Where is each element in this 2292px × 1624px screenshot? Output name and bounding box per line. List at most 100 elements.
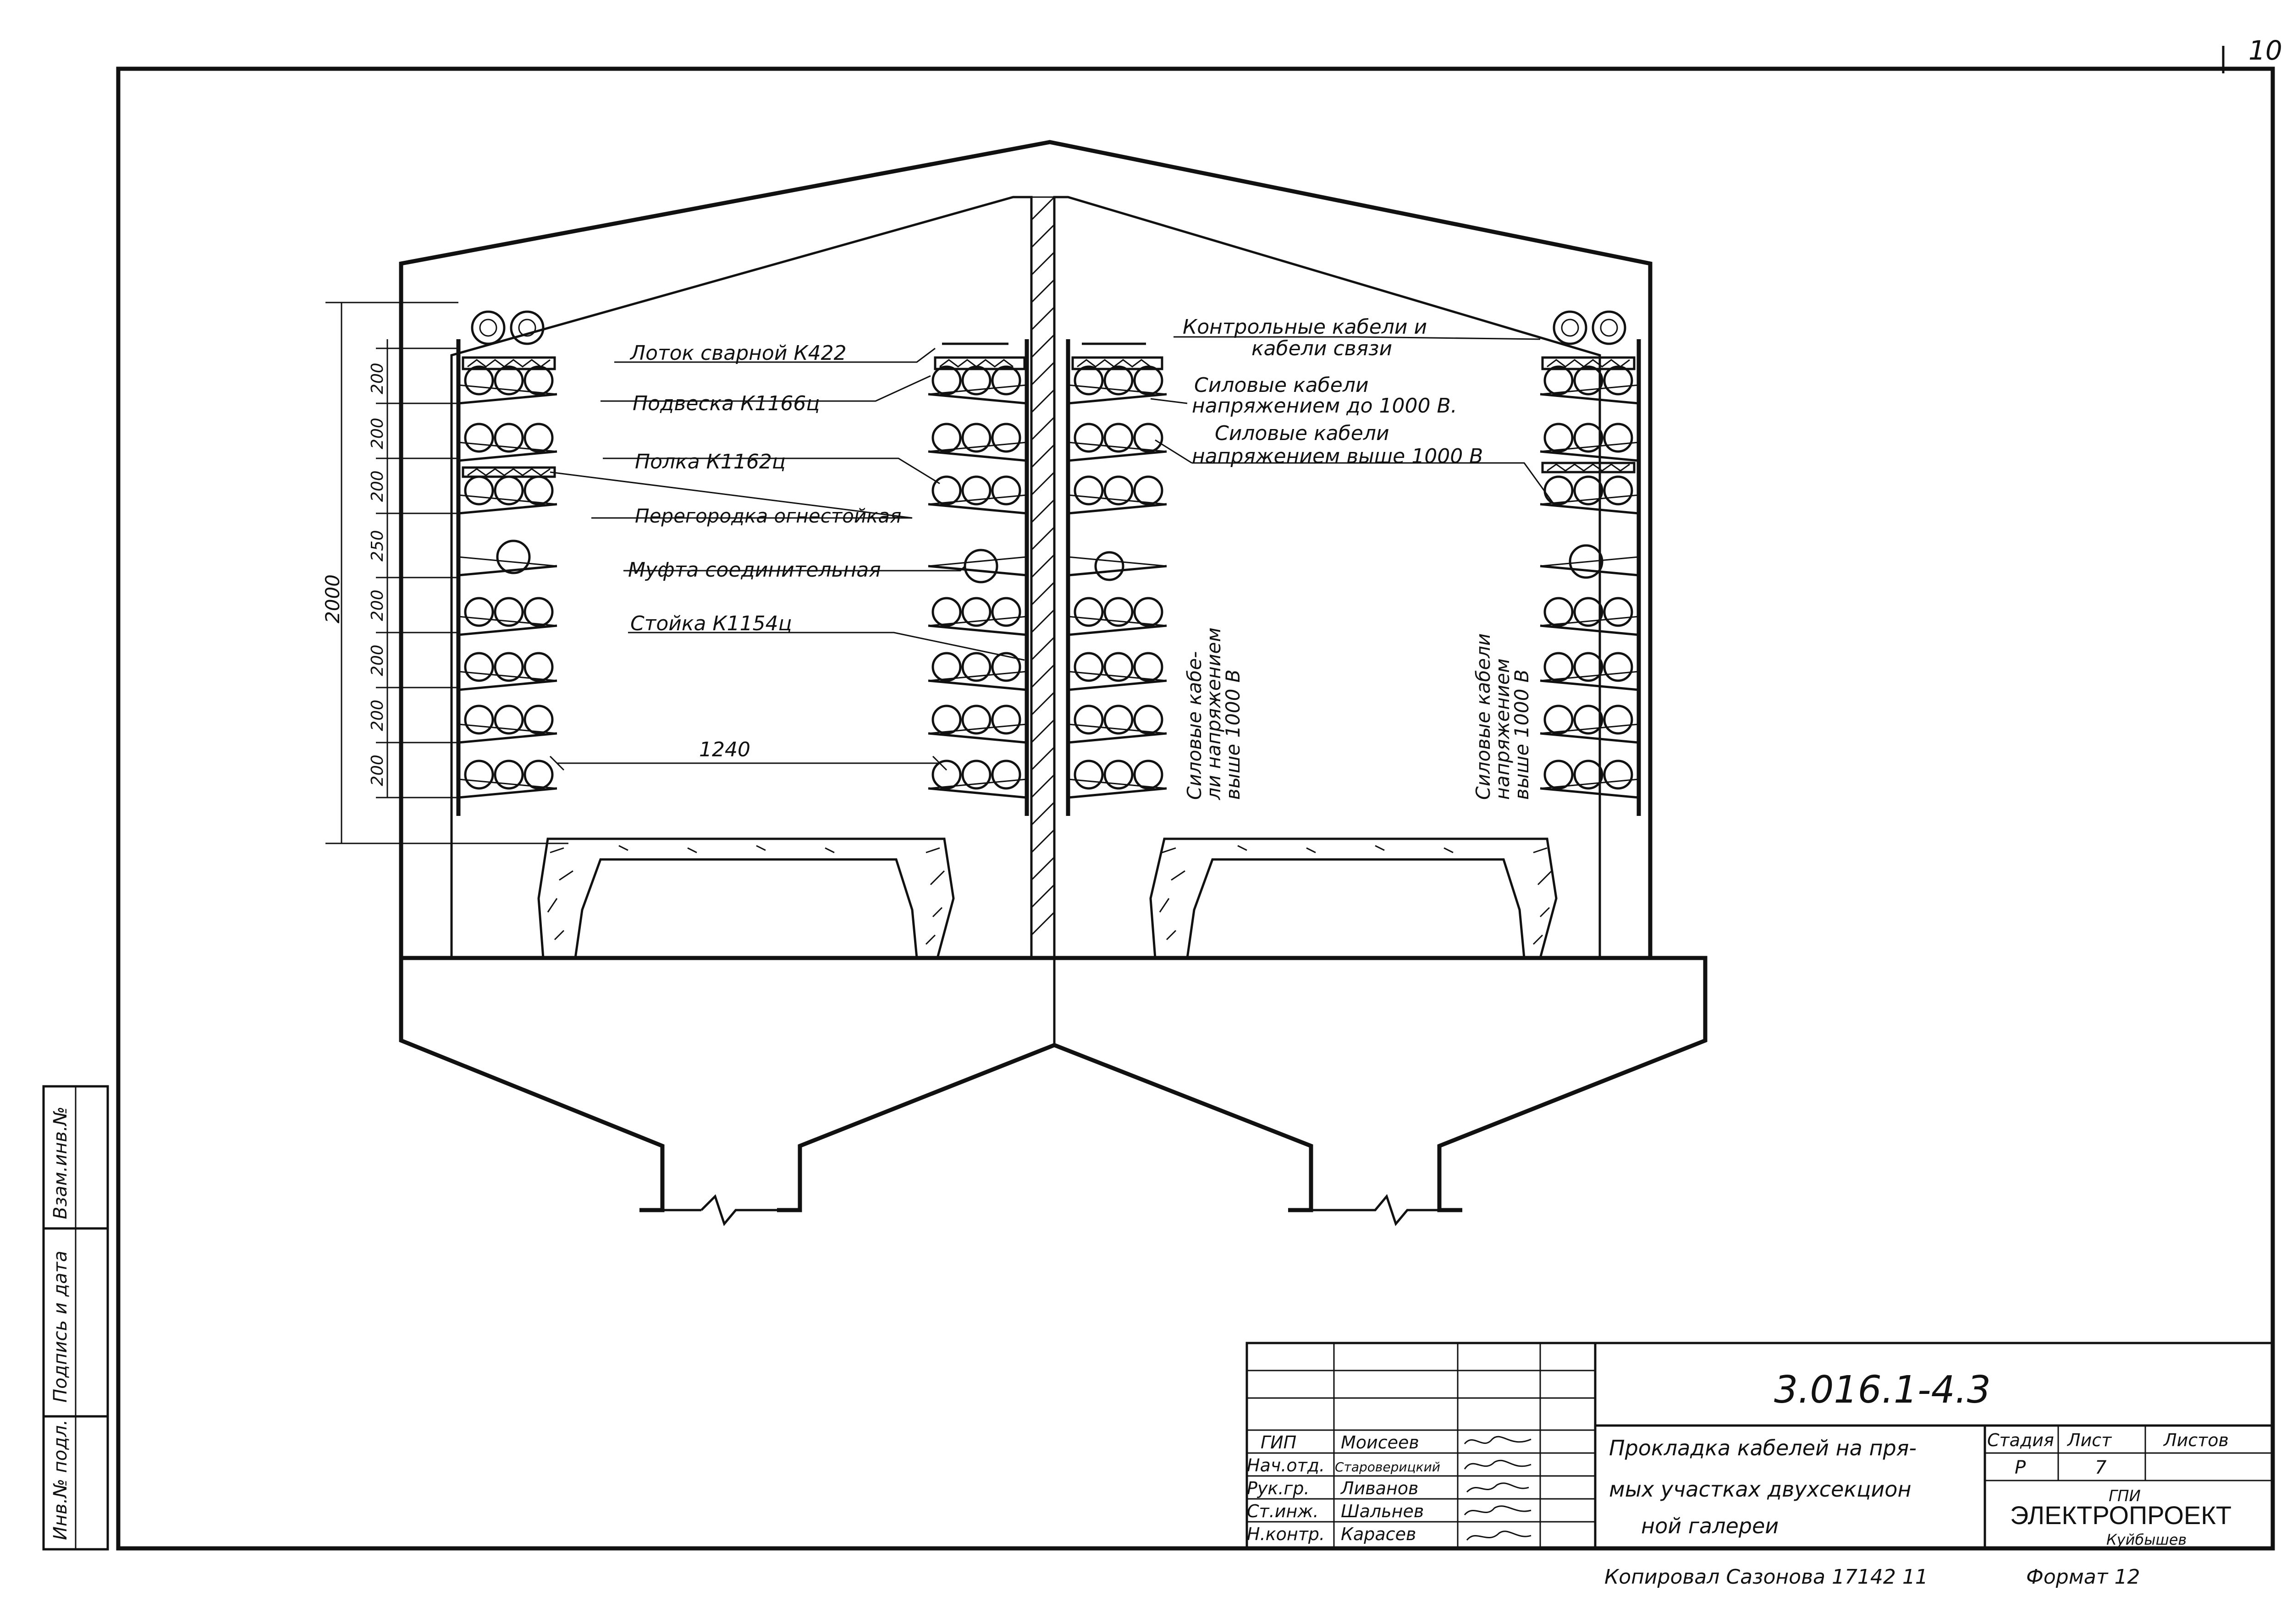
label-power-low-1: Силовые кабели [1194, 374, 1369, 397]
side-stamp: Инв.№ подл. Подпись и дата Взам.инв.№ [42, 1085, 109, 1551]
cable [523, 705, 554, 735]
cable [991, 365, 1021, 396]
cable [961, 705, 992, 735]
role-gip: ГИП [1261, 1432, 1296, 1453]
shelf-bracket [928, 565, 1027, 577]
cable [1074, 760, 1104, 790]
cable [1573, 365, 1603, 396]
cable [1573, 475, 1603, 506]
cable [494, 365, 524, 396]
shelf-bracket [1068, 450, 1167, 462]
sheets-header: Листов [2163, 1430, 2229, 1450]
name-1: Моисеев [1341, 1432, 1419, 1453]
note-center-line-1: Силовые кабе- [1183, 651, 1206, 800]
shelf-bracket [1540, 679, 1639, 691]
cable-trays [462, 310, 1636, 370]
shelf-bracket [458, 723, 557, 734]
shelf-bracket [1068, 679, 1167, 691]
label-power-high-1: Силовые кабели [1215, 422, 1389, 445]
shelf-bracket [928, 723, 1027, 734]
note-center-line-3: выше 1000 В [1222, 669, 1244, 800]
role-head: Нач.отд. [1247, 1455, 1325, 1475]
cable [1074, 365, 1104, 396]
cable [1103, 705, 1134, 735]
cable [1103, 423, 1134, 453]
cable [1133, 423, 1163, 453]
cable [1573, 423, 1603, 453]
shelf-bracket [1540, 503, 1639, 515]
cable [1573, 705, 1603, 735]
cable [1133, 475, 1163, 506]
stamp-replaced-inv: Взам.инв.№ [50, 1107, 71, 1219]
role-group: Рук.гр. [1247, 1478, 1310, 1498]
cable [1074, 475, 1104, 506]
tunnel-block-left [537, 837, 955, 959]
cable [1074, 423, 1104, 453]
cable [991, 475, 1021, 506]
shelf-bracket [1540, 450, 1639, 462]
org-city: Куйбышев [2106, 1531, 2187, 1548]
shelf-bracket [1068, 624, 1167, 636]
sheet-format: Формат 12 [2026, 1565, 2140, 1589]
shelf-bracket [928, 624, 1027, 636]
signatures [1464, 1436, 1532, 1541]
shelf-bracket [458, 679, 557, 691]
cable [464, 475, 494, 506]
stamp-signature-date: Подпись и дата [50, 1251, 71, 1403]
cable [1543, 597, 1574, 627]
cable [1074, 652, 1104, 682]
cable [991, 760, 1021, 790]
sheet-number: 10 [2248, 35, 2282, 66]
shelf-bracket [458, 503, 557, 515]
cable [991, 705, 1021, 735]
shelf-bracket [928, 503, 1027, 515]
cable [1133, 597, 1163, 627]
cable-shelves [458, 365, 1639, 799]
shelf-bracket [1068, 494, 1167, 505]
label-post: Стойка К1154ц [630, 612, 792, 635]
cable [1543, 705, 1574, 735]
shelf-bracket [458, 671, 557, 682]
note-right-vertical: Силовые кабели напряжением выше 1000 В [1472, 633, 1533, 800]
shelf-bracket [1540, 494, 1639, 505]
shelf-bracket [458, 384, 557, 395]
shelf-bracket [1068, 393, 1167, 405]
shelf-bracket [1540, 778, 1639, 789]
shelf-bracket [1540, 556, 1639, 567]
shelf-bracket [928, 494, 1027, 505]
shelf-bracket [928, 393, 1027, 405]
title-line-2: мых участках двухсекцион [1609, 1477, 1912, 1502]
shelf-bracket [1540, 732, 1639, 744]
cable [1103, 597, 1134, 627]
cable [464, 760, 494, 790]
label-cable-tray: Лоток сварной К422 [629, 341, 847, 365]
dim-spacing-5: 200 [368, 589, 387, 621]
cable [931, 475, 962, 506]
label-control-cables-2: кабели связи [1251, 337, 1392, 360]
shelf-bracket [1068, 778, 1167, 789]
cable [1603, 705, 1633, 735]
shelf-bracket [1068, 565, 1167, 577]
cable [931, 760, 962, 790]
name-2: Староверицкий [1335, 1459, 1440, 1475]
dim-width: 1240 [699, 738, 750, 761]
cable [1573, 652, 1603, 682]
label-coupling: Муфта соединительная [628, 558, 881, 582]
shelf-bracket [1068, 671, 1167, 682]
dimension-lines [325, 302, 948, 844]
cable [961, 475, 992, 506]
cable [1603, 652, 1633, 682]
cable [931, 423, 962, 453]
label-shelf: Полка К1162ц [635, 450, 786, 473]
cable [1543, 365, 1574, 396]
note-right-line-1: Силовые кабели [1472, 633, 1494, 800]
cable [1103, 760, 1134, 790]
shelf-bracket [458, 732, 557, 744]
cable [931, 652, 962, 682]
shelf-bracket [458, 450, 557, 462]
cable [1543, 423, 1574, 453]
shelf-bracket [458, 441, 557, 452]
cable [523, 423, 554, 453]
fire-partitions [462, 462, 1636, 478]
shelf-bracket [458, 393, 557, 405]
